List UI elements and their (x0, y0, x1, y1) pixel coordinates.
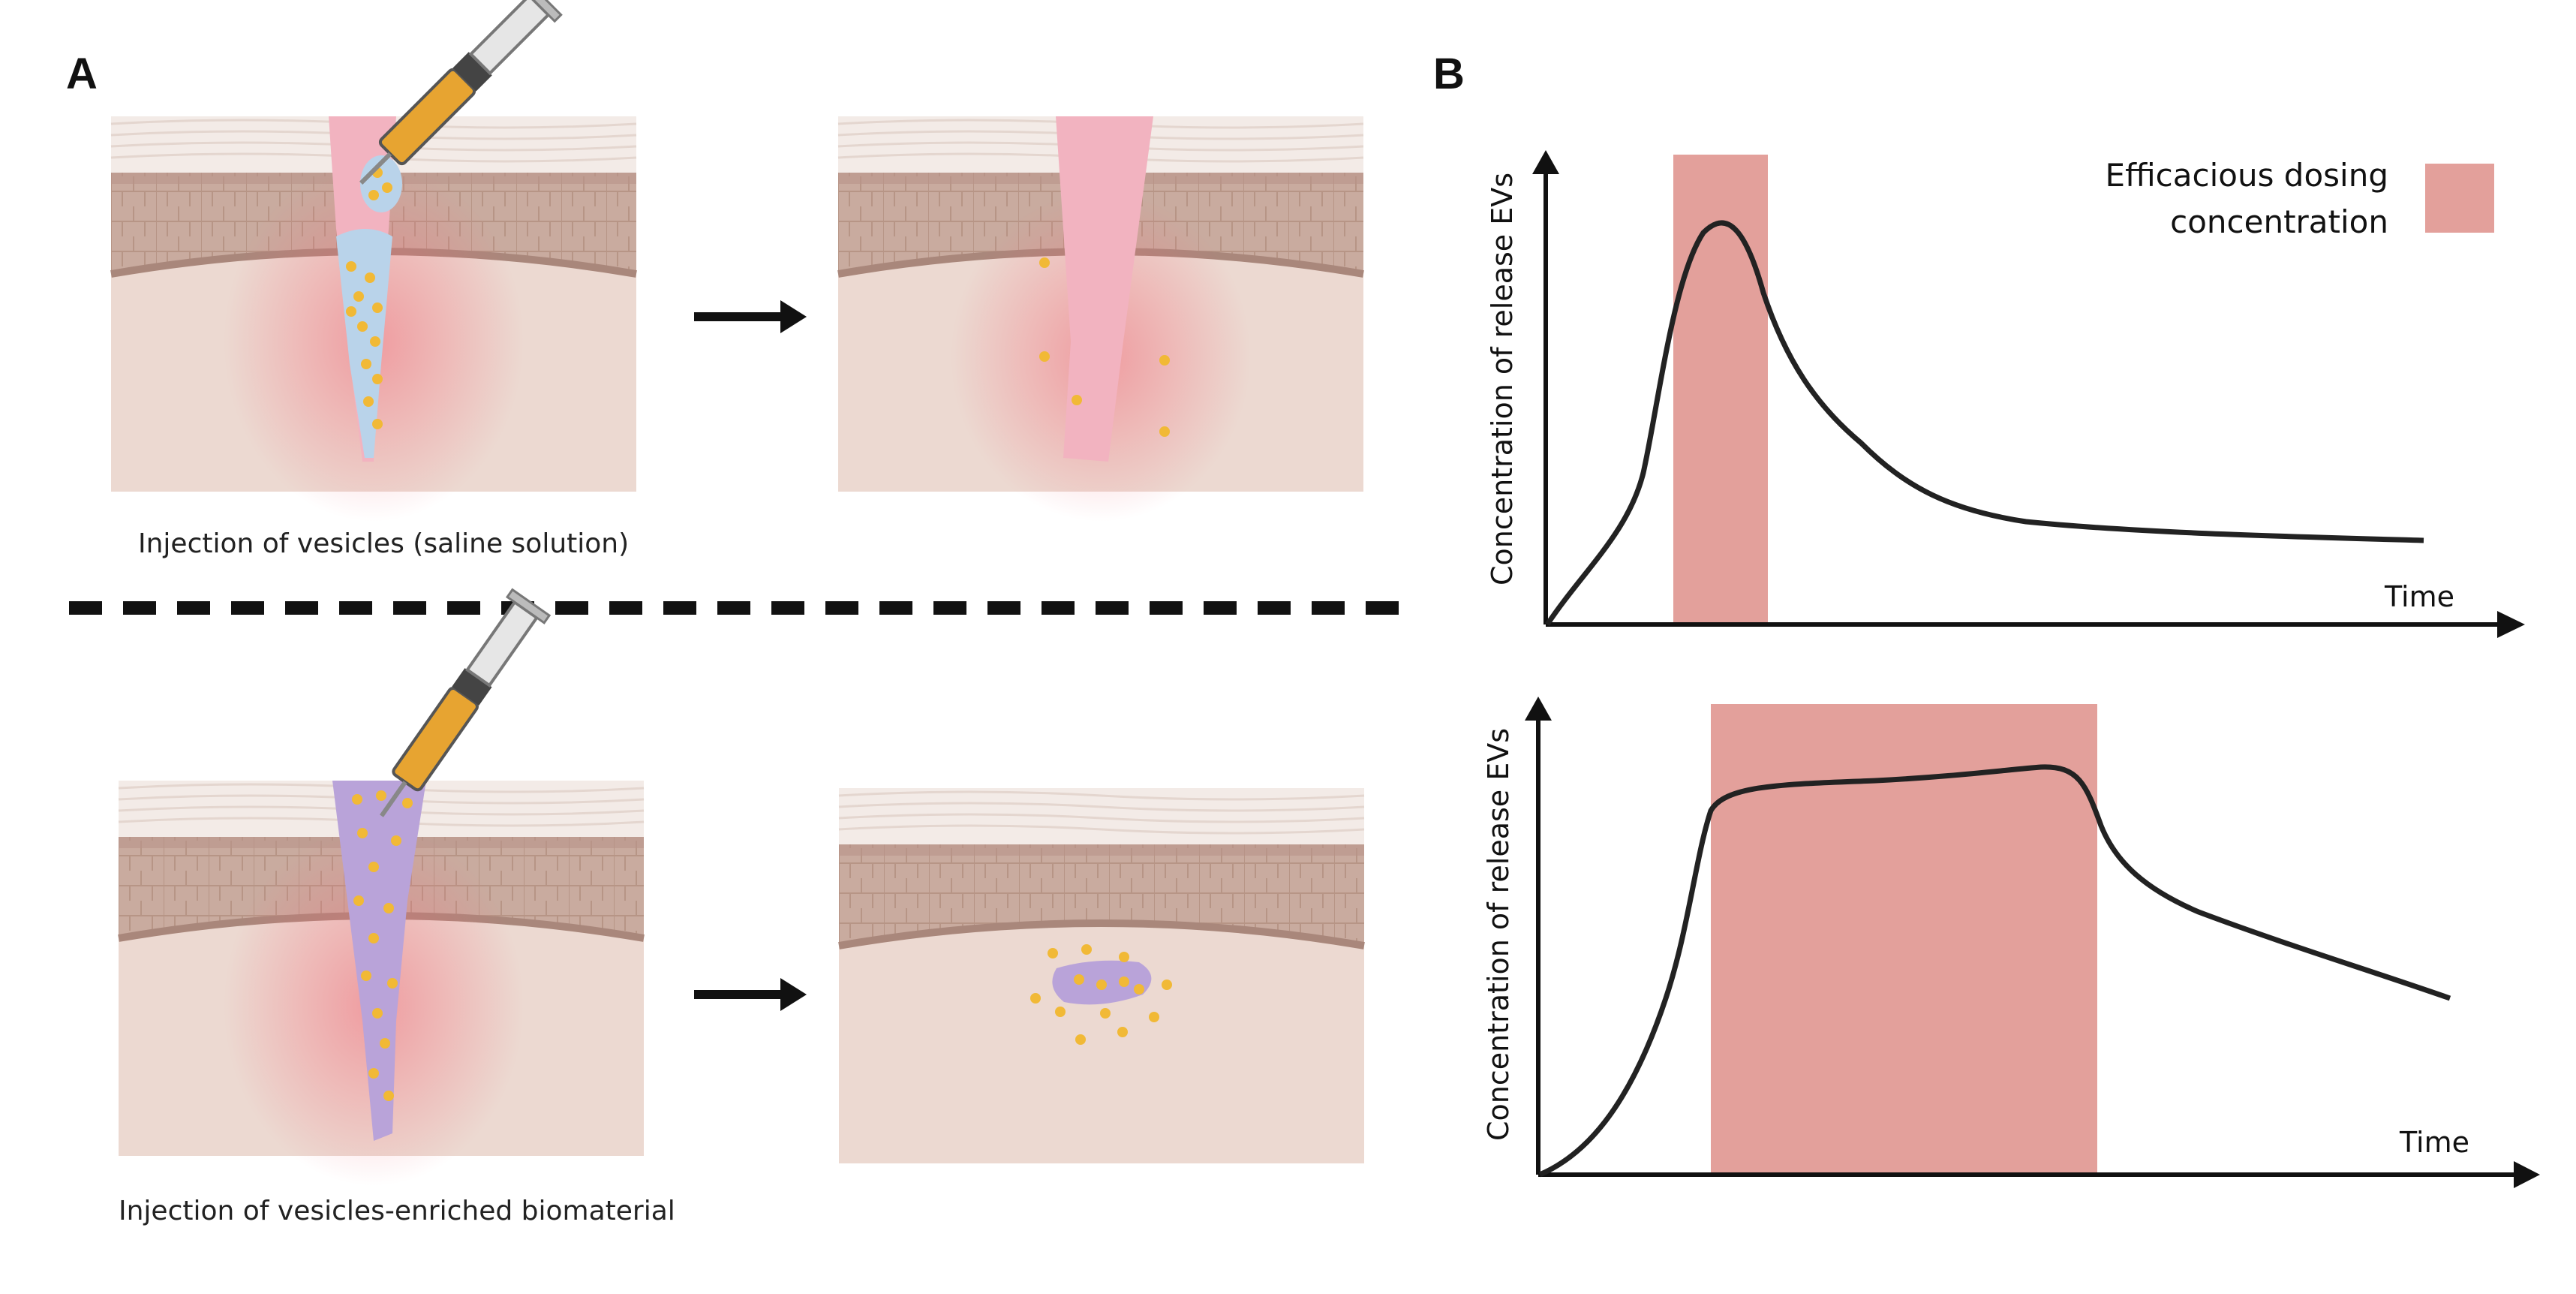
sustained-curve (1538, 764, 2451, 1178)
syringe-icon (379, 588, 552, 817)
legend-swatch (2425, 164, 2494, 233)
biomaterial-gel (332, 781, 426, 1141)
skin-saline-result (838, 116, 1363, 522)
chart-burst-release: Time Concentration of release EVs (1486, 150, 2525, 638)
top-caption: Injection of vesicles (saline solution) (138, 528, 629, 559)
efficacious-band (1673, 155, 1768, 626)
syringe-icon (359, 0, 563, 185)
dispersed-vesicles (1039, 257, 1170, 437)
legend-label: concentration (2170, 203, 2388, 240)
y-axis-label: Concentration of release EVs (1486, 173, 1519, 585)
y-axis-label: Concentration of release EVs (1482, 728, 1515, 1141)
skin-saline-injection (111, 116, 636, 522)
burst-curve (1545, 220, 2424, 626)
vesicles (346, 167, 392, 429)
chart-sustained-release: Time Concentration of release EVs (1482, 697, 2540, 1188)
wound-cavity-empty (1056, 116, 1153, 462)
x-axis-label: Time (2399, 1126, 2469, 1159)
panel-a-label: A (66, 50, 98, 98)
skin-biomaterial-result (839, 788, 1364, 1163)
saline-solution (336, 229, 392, 458)
bottom-caption: Injection of vesicles-enriched biomateri… (119, 1196, 675, 1226)
released-vesicles (1030, 944, 1172, 1045)
skin-biomaterial-injection (119, 781, 644, 1186)
efficacious-band (1711, 704, 2097, 1172)
legend-label: Efficacious dosing (2106, 157, 2388, 194)
vesicles-in-gel (352, 790, 413, 1101)
x-axis-label: Time (2384, 580, 2454, 613)
panel-b-label: B (1433, 50, 1465, 98)
